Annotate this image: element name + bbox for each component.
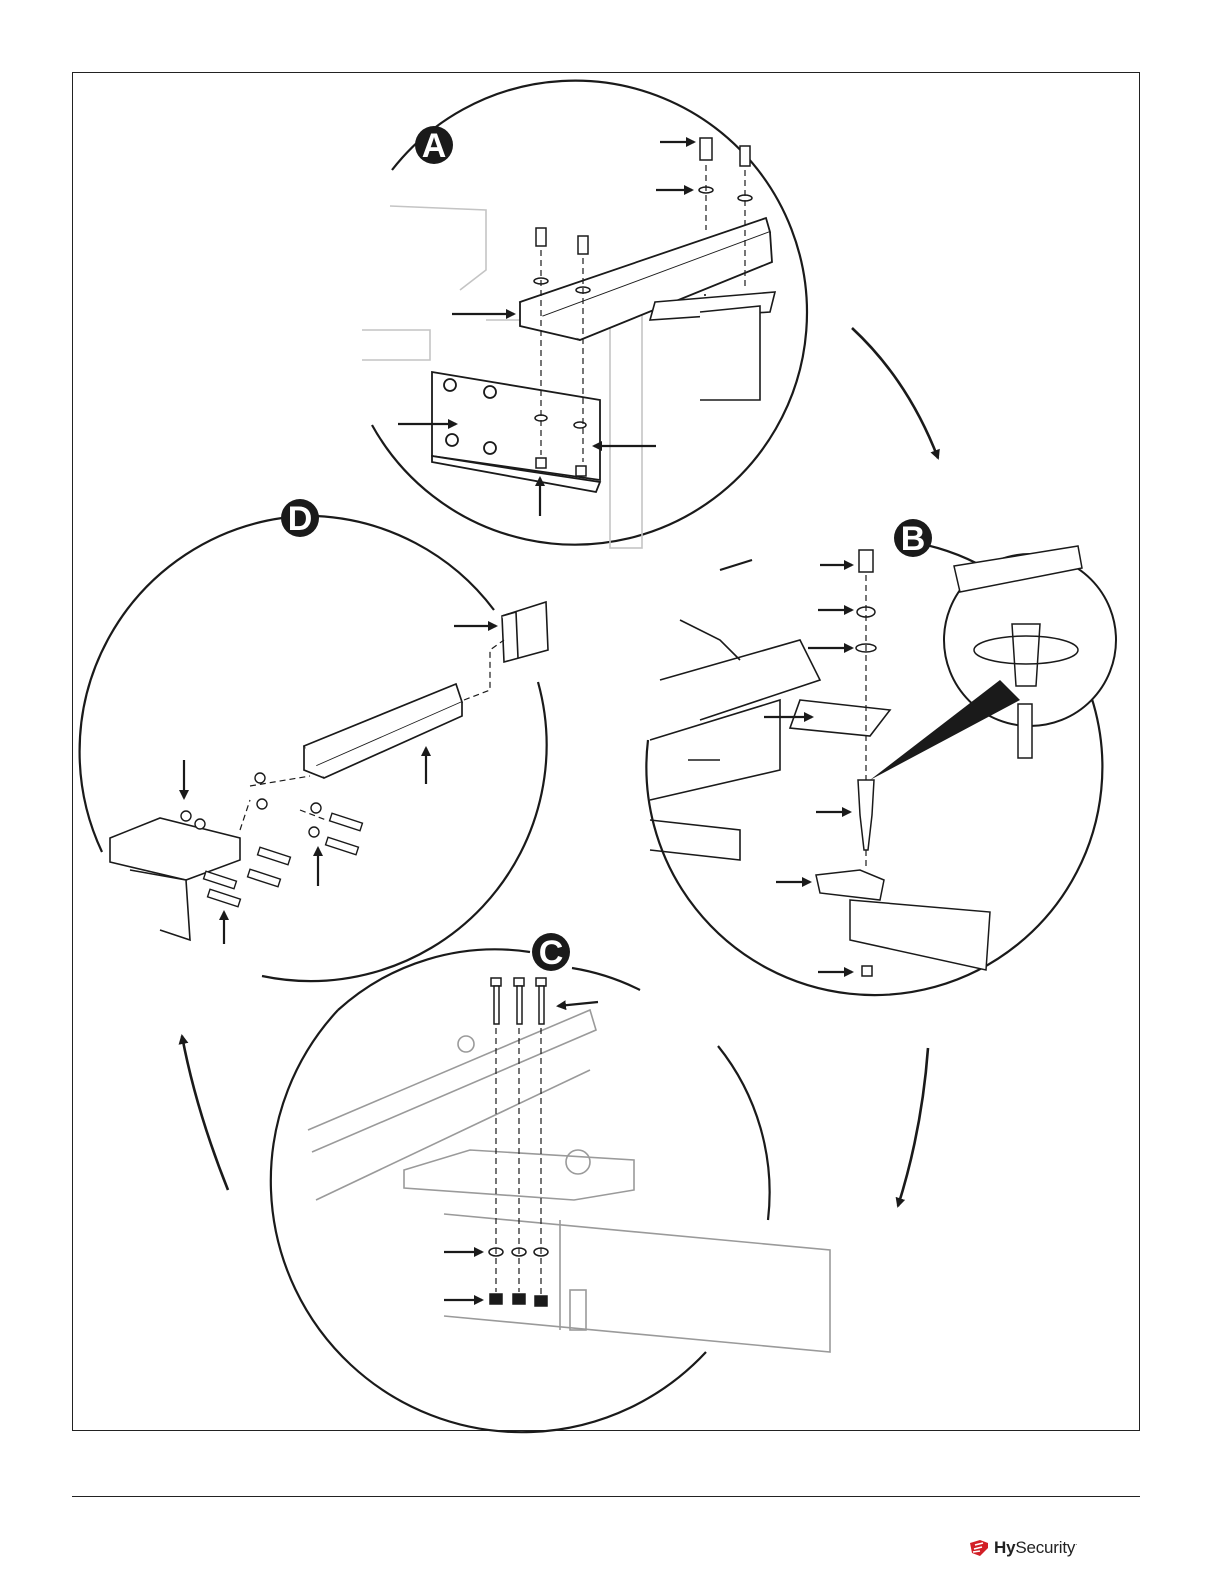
step-c-panel: C [271, 933, 830, 1432]
step-a-panel: A [362, 81, 807, 548]
flow-arrow-a-to-b [852, 328, 938, 458]
brand-trademark: · [1075, 1541, 1077, 1548]
brand-suffix: Security [1015, 1538, 1075, 1557]
hysecurity-logo-icon [968, 1539, 990, 1557]
step-c-label: C [539, 934, 564, 972]
step-b-label: B [901, 520, 926, 558]
brand-prefix: Hy [994, 1538, 1015, 1557]
footer-rule [72, 1496, 1140, 1497]
footer-brand: HySecurity· [968, 1537, 1077, 1559]
step-a-label: A [422, 127, 447, 165]
brand-name: HySecurity· [994, 1538, 1077, 1558]
step-d-panel: D [80, 499, 548, 981]
flow-arrow-c-to-d [182, 1036, 228, 1190]
flow-arrow-b-to-c [898, 1048, 928, 1206]
step-b-panel: B [646, 519, 1116, 995]
step-d-label: D [288, 500, 313, 538]
